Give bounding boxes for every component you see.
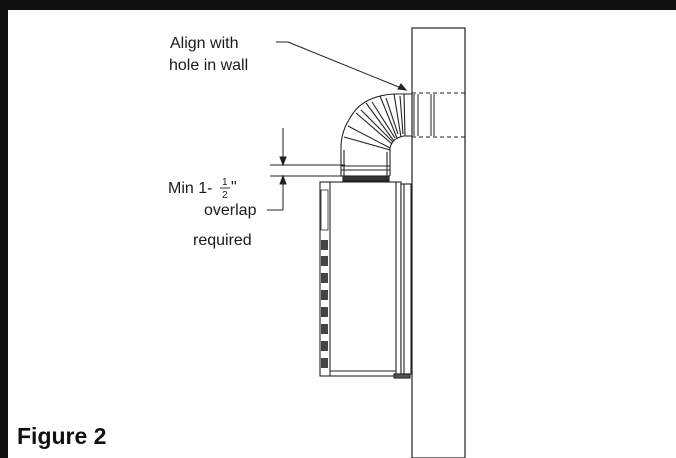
vent-collar bbox=[340, 145, 391, 182]
align-leader bbox=[276, 41, 408, 91]
wall-thimble bbox=[413, 94, 435, 136]
overlap-label-line3: required bbox=[193, 232, 252, 249]
appliance bbox=[319, 181, 412, 379]
overlap-inch-mark: " bbox=[231, 179, 237, 196]
overlap-fraction-numerator: 1 bbox=[222, 177, 228, 188]
align-label-line2: hole in wall bbox=[169, 57, 248, 74]
appliance-vents bbox=[320, 189, 329, 368]
vent-elbow bbox=[340, 93, 412, 151]
overlap-fraction-denominator: 2 bbox=[222, 190, 228, 201]
overlap-label-line2: overlap bbox=[204, 202, 257, 219]
frame-left-border bbox=[0, 0, 8, 458]
frame-top-border bbox=[0, 0, 676, 8]
figure-caption: Figure 2 bbox=[17, 423, 106, 449]
frame-top-inner bbox=[8, 8, 676, 10]
wall bbox=[411, 27, 466, 458]
align-label-line1: Align with bbox=[170, 35, 238, 52]
overlap-dimension bbox=[267, 128, 345, 211]
overlap-label-min: Min 1- bbox=[168, 180, 212, 197]
